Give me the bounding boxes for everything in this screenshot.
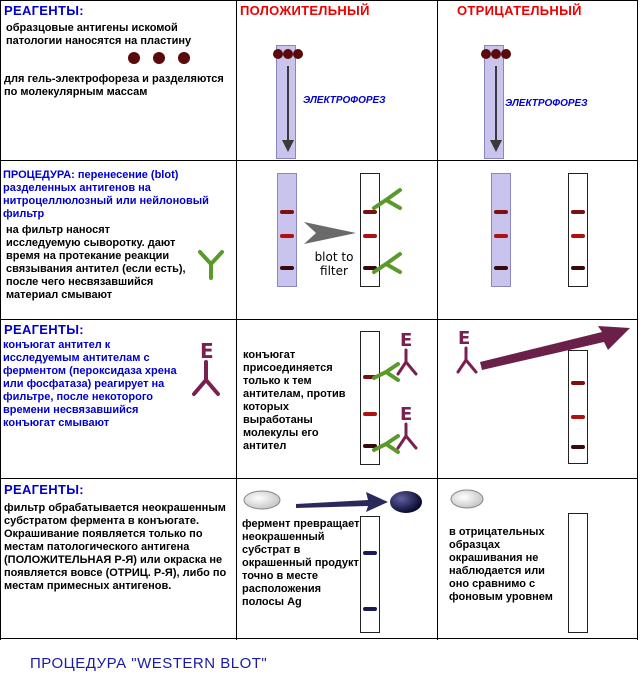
row4-text: фильтр обрабатывается неокрашенным субст… [4,502,227,592]
antigen-band [280,266,294,270]
row4-heading: РЕАГЕНТЫ: [4,482,84,497]
antigen-band [363,444,377,448]
bound-conjugates: E E [372,330,418,454]
antigen-band [571,415,585,419]
antigen-band [571,234,585,238]
filter-strip [568,173,588,287]
antigen-band [280,210,294,214]
column-divider [637,0,638,640]
enzyme-label: E [400,330,412,351]
filter-strip [360,516,380,633]
gel-lane [276,45,296,159]
antigen-band [571,210,585,214]
filter-strip [568,513,588,633]
blot-to-filter-label: blot to filter [314,250,354,278]
bound-antibodies [372,188,402,274]
antigen-band [280,234,294,238]
sample-dot [153,52,165,64]
sample-dots [128,52,190,64]
column-divider [236,0,237,640]
stained-band [363,607,377,611]
electrophoresis-arrow [273,49,303,152]
uncolored-substrate-icon [450,489,484,509]
filter-strip [568,350,588,464]
antigen-band [494,210,508,214]
row2-text: на фильтр наносят исследуемую сыворотку.… [6,224,186,301]
antibody-icon [198,250,224,280]
electrophoresis-label: ЭЛЕКТРОФОРЕЗ [303,95,386,106]
stained-band [363,551,377,555]
antigen-band [363,210,377,214]
row-divider [0,478,638,479]
row4-negative-text: в отрицательных образцах окрашивания не … [449,526,553,603]
antigen-band [363,412,377,416]
enzyme-label: E [400,404,412,425]
antigen-band [363,234,377,238]
column-header-positive: ПОЛОЖИТЕЛЬНЫЙ [240,3,370,18]
electrophoresis-label: ЭЛЕКТРОФОРЕЗ [505,98,588,109]
row-divider [0,0,638,1]
enzyme-label: E [458,328,470,349]
antigen-band [571,266,585,270]
sample-dot [128,52,140,64]
filter-strip [360,331,380,465]
column-divider [437,0,438,640]
row-divider [0,160,638,161]
enzyme-conjugate-icon: E [192,339,220,396]
row3-positive-text: конъюгат присоединяется только к тем ант… [243,349,346,452]
antigen-band [363,375,377,379]
substrate-conversion [243,490,422,513]
row-divider [0,319,638,320]
column-divider [0,0,1,640]
uncolored-substrate [243,490,281,510]
row3-heading: РЕАГЕНТЫ: [4,322,84,337]
enzyme-label: E [200,339,214,363]
antigen-band [571,445,585,449]
antigen-band [571,381,585,385]
sample-dot [178,52,190,64]
filter-strip [360,173,380,287]
row1-heading: РЕАГЕНТЫ: [4,3,84,18]
antigen-band [494,266,508,270]
row1-text-bottom: для гель-электрофореза и разделяются по … [4,73,224,98]
row2-heading: ПРОЦЕДУРА: [3,169,75,181]
electrophoresis-arrow [481,49,511,152]
row2-heading-rest: перенесение (blot) разделенных антигенов… [3,169,209,220]
gel-lane [484,45,504,159]
column-header-negative: ОТРИЦАТЕЛЬНЫЙ [457,3,582,18]
row-divider [0,638,638,639]
footer-title: ПРОЦЕДУРА "WESTERN BLOT" [30,655,268,672]
gel-lane [277,173,297,287]
row4-positive-text: фермент превращает неокрашенный субстрат… [242,518,360,608]
unbound-conjugate-arrow: E [456,326,630,374]
colored-product [390,491,422,513]
row3-text: конъюгат антител к исследуемым антителам… [3,339,177,429]
western-blot-table [0,0,638,640]
antigen-band [363,266,377,270]
row1-text-top: образцовые антигены искомой патологии на… [6,22,192,47]
antigen-band [494,234,508,238]
row2-heading-block: ПРОЦЕДУРА: перенесение (blot) разделенны… [3,169,231,221]
blot-arrow [304,222,356,244]
conversion-arrow [296,492,388,512]
gel-lane [491,173,511,287]
